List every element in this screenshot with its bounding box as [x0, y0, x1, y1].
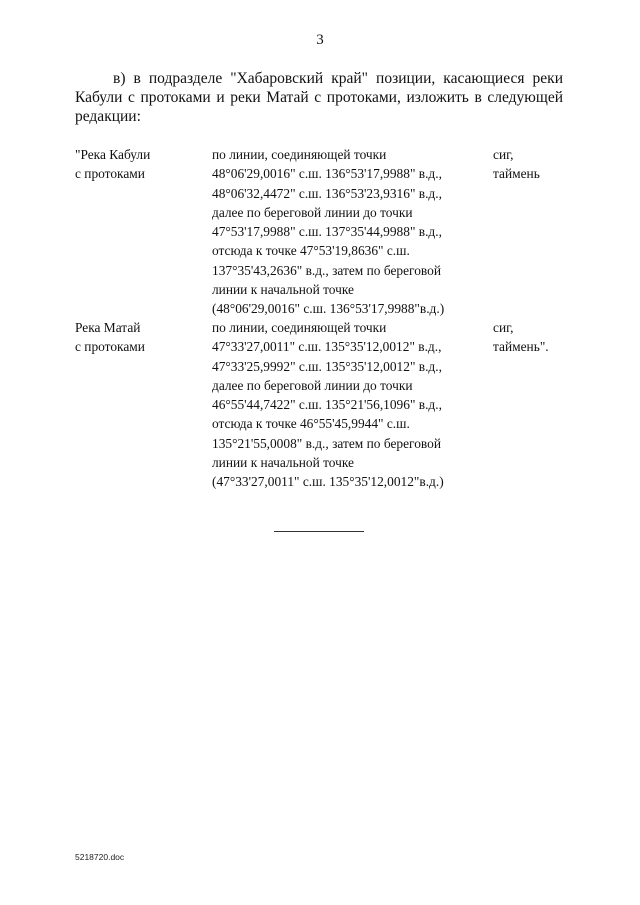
page-number: 3 [316, 32, 324, 48]
entry-fish: сиг, таймень". [493, 320, 549, 355]
entry-name: Река Матай с протоками [75, 320, 145, 355]
intro-paragraph: в) в подразделе "Хабаровский край" позиц… [75, 70, 563, 125]
entry-description: по линии, соединяющей точки 48°06'29,001… [212, 147, 445, 317]
entry-fish: сиг, таймень [493, 147, 540, 182]
separator-line [274, 531, 364, 532]
entry-name: "Река Кабули с протоками [75, 147, 151, 182]
entry-description: по линии, соединяющей точки 47°33'27,001… [212, 320, 444, 490]
footer-doc-id: 5218720.doc [75, 852, 125, 862]
